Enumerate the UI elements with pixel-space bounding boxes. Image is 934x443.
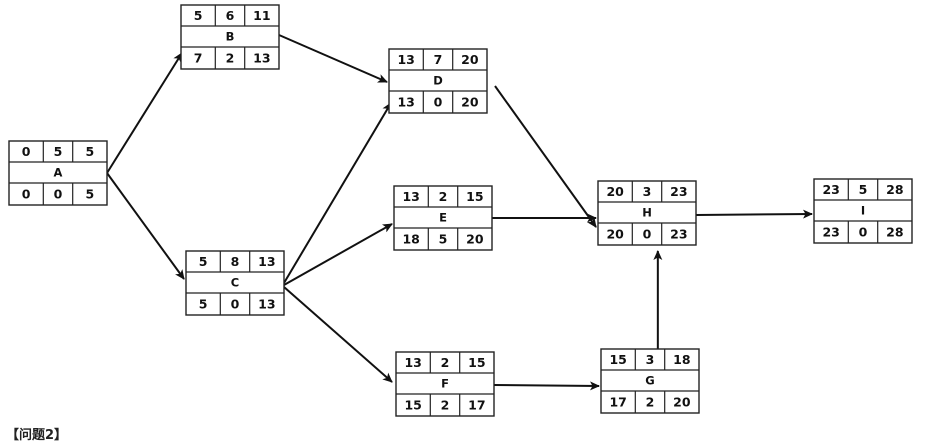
node-bottom-cell: 18: [402, 232, 419, 247]
edge-c-f: [283, 286, 393, 383]
node-bottom-cell: 0: [859, 225, 868, 240]
node-label: I: [861, 204, 865, 218]
node-bottom-cell: 0: [54, 187, 63, 202]
activity-node-e: 13 2 15 18 5 20 E: [393, 185, 493, 251]
node-top-cell: 2: [441, 355, 450, 370]
node-top-cell: 13: [402, 189, 419, 204]
edge-a-c: [106, 172, 185, 280]
node-bottom-cell: 5: [439, 232, 448, 247]
node-top-cell: 13: [397, 52, 414, 67]
node-bottom-cell: 23: [822, 225, 839, 240]
node-bottom-cell: 2: [441, 398, 450, 413]
node-bottom-cell: 13: [397, 95, 414, 110]
edge-h-i: [695, 209, 813, 219]
node-label: G: [645, 374, 654, 388]
node-bottom-cell: 20: [606, 227, 624, 242]
node-top-cell: 5: [54, 144, 63, 159]
node-bottom-cell: 20: [461, 95, 479, 110]
node-top-cell: 15: [466, 189, 483, 204]
node-frame: [393, 185, 493, 251]
node-bottom-cell: 2: [226, 51, 235, 66]
activity-node-f: 13 2 15 15 2 17 F: [395, 351, 495, 417]
node-top-cell: 5: [199, 254, 208, 269]
node-top-cell: 20: [606, 184, 624, 199]
node-label: E: [439, 211, 447, 225]
node-top-cell: 3: [646, 352, 655, 367]
node-frame: [600, 348, 700, 414]
section-heading: 【问题2】: [6, 428, 68, 443]
node-top-cell: 15: [468, 355, 485, 370]
node-bottom-cell: 15: [404, 398, 421, 413]
node-label: B: [226, 30, 235, 44]
node-label: D: [433, 74, 443, 88]
node-bottom-cell: 20: [673, 395, 691, 410]
node-label: F: [441, 377, 449, 391]
activity-node-b: 5 6 11 7 2 13 B: [180, 4, 280, 70]
node-bottom-cell: 23: [670, 227, 687, 242]
node-frame: [388, 48, 488, 114]
node-bottom-cell: 5: [85, 187, 94, 202]
edge-b-d: [278, 34, 388, 83]
node-frame: [597, 180, 697, 246]
node-bottom-cell: 13: [253, 51, 270, 66]
node-top-cell: 0: [22, 144, 31, 159]
edge-a-b: [106, 52, 183, 174]
node-top-cell: 28: [886, 182, 903, 197]
node-bottom-cell: 28: [886, 225, 903, 240]
node-bottom-cell: 17: [609, 395, 626, 410]
node-top-cell: 5: [194, 8, 203, 23]
node-bottom-cell: 5: [199, 297, 208, 312]
edges-layer: [106, 34, 813, 391]
node-bottom-cell: 7: [194, 51, 203, 66]
node-top-cell: 3: [643, 184, 652, 199]
node-top-cell: 23: [822, 182, 839, 197]
node-bottom-cell: 0: [434, 95, 443, 110]
node-frame: [395, 351, 495, 417]
node-label: C: [231, 276, 239, 290]
node-top-cell: 18: [673, 352, 690, 367]
edge-f-g: [493, 381, 600, 391]
node-top-cell: 13: [404, 355, 421, 370]
node-frame: [185, 250, 285, 316]
node-label: A: [54, 166, 63, 180]
node-frame: [8, 140, 108, 206]
node-top-cell: 6: [226, 8, 235, 23]
node-top-cell: 23: [670, 184, 687, 199]
node-top-cell: 20: [461, 52, 479, 67]
node-bottom-cell: 0: [643, 227, 652, 242]
node-bottom-cell: 0: [231, 297, 240, 312]
node-top-cell: 2: [439, 189, 448, 204]
activity-node-g: 15 3 18 17 2 20 G: [600, 348, 700, 414]
edge-d-h: [494, 85, 597, 228]
edge-c-e: [283, 223, 393, 286]
node-bottom-cell: 17: [468, 398, 485, 413]
edge-c-d: [283, 102, 392, 284]
node-bottom-cell: 2: [646, 395, 655, 410]
node-bottom-cell: 0: [22, 187, 31, 202]
node-top-cell: 7: [434, 52, 443, 67]
node-top-cell: 5: [859, 182, 868, 197]
node-top-cell: 13: [258, 254, 275, 269]
node-top-cell: 11: [253, 8, 270, 23]
node-frame: [813, 178, 913, 244]
node-label: H: [642, 206, 652, 220]
node-frame: [180, 4, 280, 70]
node-bottom-cell: 13: [258, 297, 275, 312]
node-top-cell: 5: [85, 144, 94, 159]
node-bottom-cell: 20: [466, 232, 484, 247]
node-top-cell: 8: [231, 254, 240, 269]
node-top-cell: 15: [609, 352, 626, 367]
